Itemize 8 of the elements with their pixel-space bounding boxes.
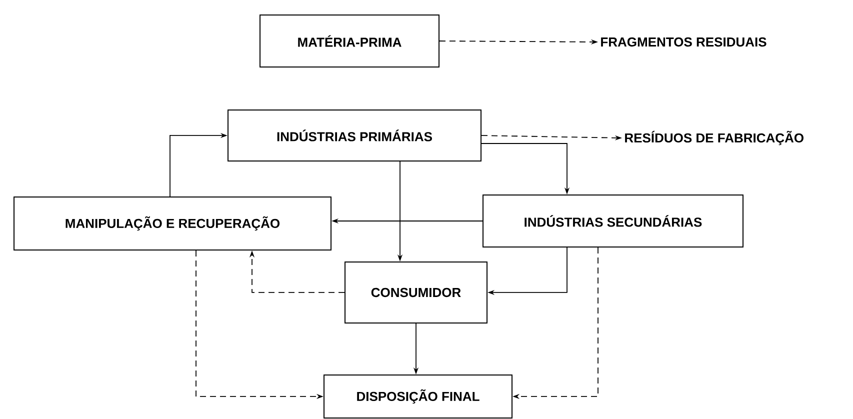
process-box: MATÉRIA-PRIMA xyxy=(260,14,440,68)
process-box: INDÚSTRIAS PRIMÁRIAS xyxy=(228,110,482,162)
output-label: FRAGMENTOS RESIDUAIS xyxy=(601,37,766,47)
process-box: INDÚSTRIAS SECUNDÁRIAS xyxy=(482,194,744,248)
process-box: CONSUMIDOR xyxy=(344,262,488,324)
process-box: MANIPULAÇÃO E RECUPERAÇÃO xyxy=(14,196,332,250)
process-box: DISPOSIÇÃO FINAL xyxy=(324,374,512,418)
output-label: RESÍDUOS DE FABRICAÇÃO xyxy=(625,130,804,146)
